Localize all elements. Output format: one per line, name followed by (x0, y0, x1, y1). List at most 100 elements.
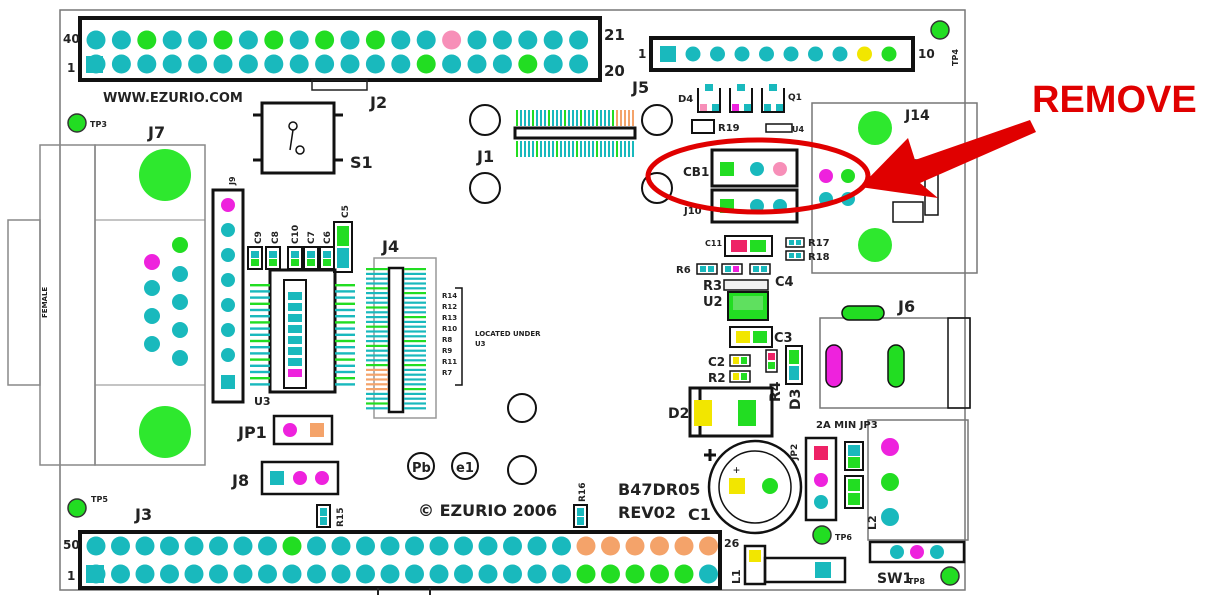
j2-key (311, 79, 368, 91)
header-pin (307, 564, 326, 584)
header-j3 (78, 530, 722, 590)
j2-pin1-label: 1 (67, 61, 75, 75)
u2-label: U2 (703, 295, 723, 310)
header-pin (625, 536, 645, 556)
c2-label: C2 (708, 355, 725, 369)
resistor-list-item: R14 (442, 292, 457, 300)
header-pin (429, 564, 449, 584)
header-pin (543, 54, 563, 74)
header-pin (518, 54, 538, 74)
header-pin (503, 564, 522, 584)
resistor-list-item: R12 (442, 303, 457, 311)
r16-label: R16 (578, 483, 588, 502)
header-pin (137, 54, 157, 74)
header-pin (213, 54, 233, 74)
header-pin (135, 564, 155, 584)
tp8-pad (940, 566, 960, 586)
header-pin (569, 30, 589, 50)
ic-u2 (723, 279, 769, 321)
tp4-label: TP4 (951, 49, 960, 66)
header-pin (518, 30, 538, 50)
r16-resistor (573, 504, 588, 528)
l1-label: L1 (730, 569, 743, 584)
header-pin (111, 54, 131, 74)
tp3-label: TP3 (90, 120, 107, 129)
j3-pin26-label: 26 (724, 537, 740, 550)
j2-pin20-label: 20 (604, 62, 625, 80)
db9-connector-j7: FEMALE (7, 144, 206, 466)
r15-resistor (316, 504, 331, 528)
tp3-pad (67, 113, 87, 133)
j1-label: J1 (476, 147, 494, 166)
connector-j4 (366, 257, 437, 419)
header-pin (808, 46, 823, 62)
c11-r17-r18 (696, 235, 805, 275)
tp8-label: TP8 (908, 577, 925, 586)
j3-pin50-label: 50 (63, 538, 80, 552)
header-pin (209, 564, 228, 584)
c3-label: C3 (774, 331, 793, 346)
r4-label: R4 (768, 381, 784, 402)
pb-logo-text: Pb (412, 461, 431, 476)
header-pin (86, 30, 106, 50)
header-pin (331, 536, 351, 556)
header-pin (160, 564, 179, 584)
resistor-list-item: R7 (442, 369, 452, 377)
header-pin (289, 30, 309, 50)
switch-s1 (253, 101, 343, 175)
header-pin (365, 30, 385, 50)
revision-label: REV02 (618, 503, 676, 522)
tp6-label: TP6 (835, 533, 852, 542)
lead-free-logo (407, 452, 435, 480)
connector-j1 (469, 104, 673, 204)
inductor-l1 (743, 544, 847, 586)
cb1-header (710, 148, 799, 188)
header-pin (188, 54, 208, 74)
header-pin (429, 536, 449, 556)
header-pin (685, 46, 701, 62)
header-pin (365, 54, 385, 74)
header-pin (380, 564, 400, 584)
u3-label: U3 (254, 395, 271, 408)
jumper-jp2 (804, 436, 864, 522)
header-pin (340, 54, 360, 74)
header-j8 (260, 460, 340, 496)
e1-logo (451, 452, 479, 480)
header-pin (454, 536, 473, 556)
header-pin (184, 536, 204, 556)
j10-header (710, 188, 799, 224)
female-label: FEMALE (41, 287, 49, 318)
resistor-list-item: R9 (442, 347, 452, 355)
q1-label: Q1 (788, 93, 802, 103)
r19-label: R19 (718, 123, 740, 134)
header-pin (188, 30, 208, 50)
url-label: WWW.EZURIO.COM (103, 91, 243, 106)
header-pin (832, 46, 848, 62)
c11-label: C11 (705, 239, 722, 248)
header-pin (160, 536, 179, 556)
tp6-pad (812, 525, 832, 545)
sw1-outline (867, 419, 969, 541)
header-pin (315, 54, 335, 74)
tp5-pad (67, 498, 87, 518)
header-pin (282, 564, 302, 584)
copyright-label: © EZURIO 2006 (418, 501, 557, 520)
header-pin (209, 536, 228, 556)
d4-label: D4 (678, 94, 693, 105)
capacitor-c1: + (704, 439, 803, 535)
header-pin (416, 54, 436, 74)
header-j2 (78, 16, 602, 82)
header-pin (405, 536, 424, 556)
header-pin (258, 536, 277, 556)
remove-callout-text: REMOVE (1032, 79, 1197, 121)
header-pin (699, 564, 718, 584)
header-pin (340, 30, 360, 50)
r3-label: R3 (703, 279, 722, 294)
header-pin (233, 536, 253, 556)
resistor-list-item: R11 (442, 358, 457, 366)
header-pin (391, 54, 411, 74)
header-pin (601, 536, 620, 556)
j4-label: J4 (381, 237, 399, 256)
